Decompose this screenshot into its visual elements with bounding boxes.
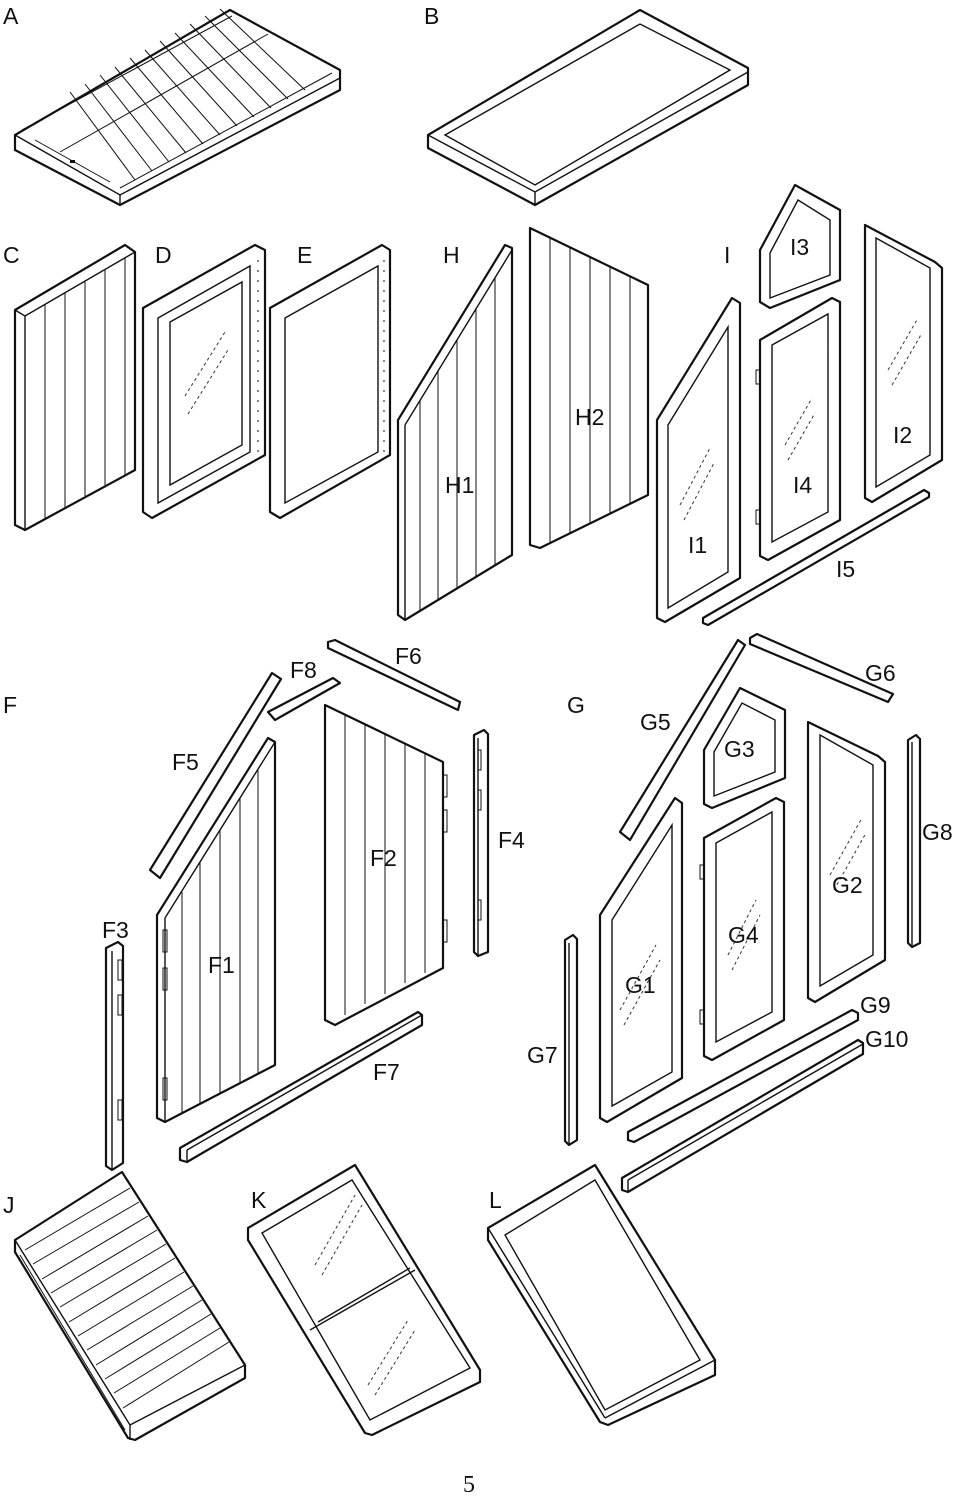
label-i5: I5 (836, 556, 855, 582)
part-i4-window (755, 296, 842, 562)
label-i: I (724, 242, 730, 268)
label-b: B (424, 3, 439, 29)
label-a: A (3, 3, 19, 29)
part-d-glazed-door (141, 243, 267, 520)
label-f5: F5 (172, 749, 199, 775)
part-g6-trim (748, 632, 895, 704)
label-g4: G4 (728, 922, 759, 948)
label-g7: G7 (527, 1042, 558, 1068)
label-l: L (489, 1187, 502, 1213)
part-g5-trim (618, 638, 747, 842)
part-g1-gable-window (598, 796, 684, 1124)
label-i1: I1 (688, 532, 707, 558)
part-h1-gable-board-panel (396, 243, 514, 622)
part-f2-board-panel (323, 703, 448, 1027)
label-f6: F6 (395, 643, 422, 669)
label-d: D (155, 242, 172, 268)
part-g4-window (699, 796, 786, 1062)
label-f3: F3 (102, 917, 129, 943)
label-h2: H2 (575, 404, 604, 430)
label-f4: F4 (498, 827, 525, 853)
part-g2-tall-window (806, 720, 887, 1004)
part-g8-post (906, 733, 922, 949)
part-f6-trim (326, 638, 462, 712)
label-g3: G3 (724, 736, 755, 762)
part-h2-board-panel (528, 226, 650, 550)
part-i1-gable-window (655, 296, 742, 624)
part-a-floor-panel (13, 8, 342, 207)
label-f1: F1 (208, 952, 235, 978)
part-g10-strip (620, 1038, 865, 1194)
label-g6: G6 (865, 660, 896, 686)
part-b-frame (426, 8, 750, 207)
part-f3-post (104, 940, 125, 1172)
part-j-roof-panel (13, 1170, 247, 1442)
label-g: G (567, 692, 585, 718)
part-f4-post (472, 728, 490, 958)
part-c-board-panel (13, 243, 137, 532)
part-k-glazed-roof (246, 1163, 482, 1437)
part-f8-trim (266, 676, 342, 722)
label-g2: G2 (832, 872, 863, 898)
part-l-frame (486, 1163, 717, 1427)
part-f1-gable-panel (155, 736, 277, 1124)
label-f2: F2 (370, 845, 397, 871)
page-number: 5 (463, 1472, 475, 1497)
part-i3-pentagon-window (758, 183, 842, 310)
label-j: J (3, 1192, 15, 1218)
label-h1: H1 (445, 472, 474, 498)
label-c: C (3, 242, 20, 268)
label-i2: I2 (893, 422, 912, 448)
part-i2-tall-window (863, 223, 944, 504)
part-g9-strip (626, 1008, 860, 1144)
label-f7: F7 (373, 1059, 400, 1085)
label-h: H (443, 242, 460, 268)
label-g9: G9 (860, 992, 891, 1018)
label-f: F (3, 692, 17, 718)
part-f7-strip (178, 1010, 424, 1164)
label-e: E (297, 242, 312, 268)
part-e-glazed-door (268, 243, 392, 520)
part-f5-trim (148, 671, 283, 880)
label-g1: G1 (625, 972, 656, 998)
label-i3: I3 (790, 234, 809, 260)
label-f8: F8 (290, 657, 317, 683)
part-g3-pentagon-window (702, 686, 787, 810)
label-i4: I4 (793, 472, 812, 498)
part-labels: A B C D E H I H1 H2 I1 I2 I3 I4 I5 F G F… (3, 3, 953, 1497)
label-g10: G10 (865, 1026, 908, 1052)
label-g5: G5 (640, 709, 671, 735)
label-k: K (251, 1187, 267, 1213)
label-g8: G8 (922, 819, 953, 845)
part-g7-post (563, 933, 579, 1147)
part-i5-strip (701, 488, 931, 627)
